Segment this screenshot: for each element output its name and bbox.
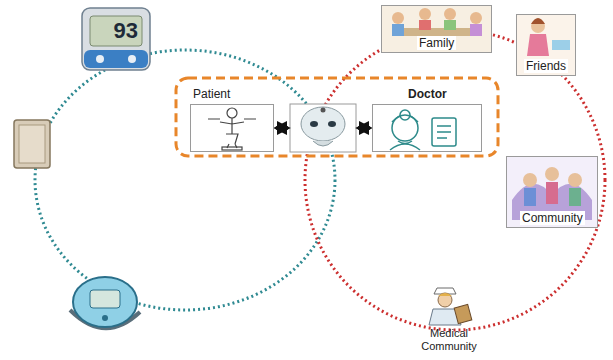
doctor-drawing bbox=[390, 110, 456, 150]
node-label: Community bbox=[520, 211, 585, 225]
picture-node: Patient bbox=[190, 104, 274, 152]
picture-node: Community bbox=[506, 156, 598, 228]
picture-node: Doctor bbox=[372, 104, 482, 152]
picture-node: Family bbox=[381, 5, 492, 53]
family-picture bbox=[381, 6, 491, 52]
robot-avatar bbox=[290, 104, 356, 152]
node-label: Friends bbox=[524, 59, 568, 73]
node-label: Patient bbox=[191, 87, 232, 101]
picture-node: Friends bbox=[516, 14, 576, 76]
node-label: Doctor bbox=[406, 87, 449, 101]
heart-monitor bbox=[70, 277, 140, 328]
glucose-meter bbox=[82, 8, 150, 70]
double-arrow bbox=[358, 126, 370, 130]
devices-circle bbox=[35, 50, 335, 310]
friends-picture bbox=[517, 15, 575, 75]
node-label: Medical Community bbox=[402, 327, 496, 353]
bathroom-scale bbox=[14, 120, 50, 168]
node-label: Family bbox=[417, 36, 456, 50]
double-arrow bbox=[276, 126, 288, 130]
center-frame bbox=[176, 78, 498, 156]
community-picture bbox=[507, 157, 597, 227]
meter-reading: 93 bbox=[90, 19, 138, 43]
patient-drawing bbox=[208, 108, 256, 150]
nurse-picture bbox=[429, 288, 472, 325]
picture-node: Medical Community bbox=[418, 286, 476, 326]
